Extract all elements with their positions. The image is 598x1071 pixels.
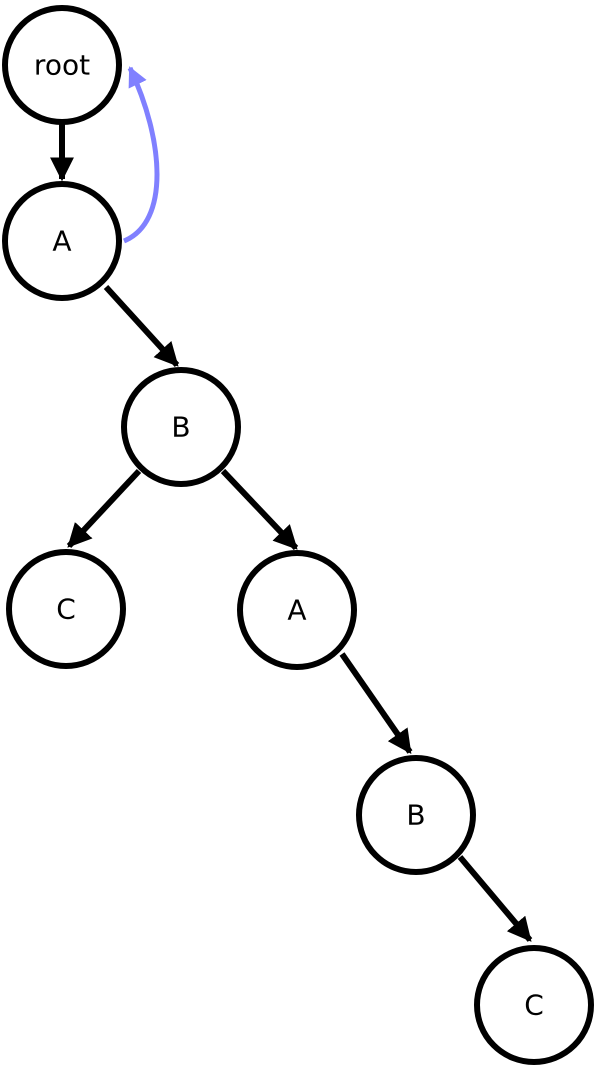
node-a1-label: A	[52, 225, 71, 258]
node-a1-circle	[2, 181, 122, 301]
edge-b1-to-a2	[220, 468, 299, 551]
node-c1-label: C	[56, 593, 76, 626]
node-a2-label: A	[287, 594, 306, 627]
node-b1-circle	[121, 367, 241, 487]
node-a1: A	[2, 181, 122, 301]
node-root-circle	[2, 5, 122, 125]
node-a2: A	[237, 550, 357, 670]
node-c2-circle	[474, 945, 594, 1065]
node-b2-circle	[356, 755, 476, 875]
node-c2: C	[474, 945, 594, 1065]
node-b1-label: B	[171, 411, 190, 444]
edges	[50, 123, 533, 942]
edge-a2-to-b2	[339, 652, 413, 754]
node-c2-label: C	[524, 989, 544, 1022]
node-b2-label: B	[406, 799, 425, 832]
node-b1: B	[121, 367, 241, 487]
edge-b2-to-c2	[457, 855, 533, 942]
node-a2-circle	[237, 550, 357, 670]
node-c1: C	[6, 549, 126, 669]
suffix-link-a1-to-root	[122, 66, 160, 244]
node-b2: B	[356, 755, 476, 875]
node-root-label: root	[34, 49, 90, 82]
node-root: root	[2, 5, 122, 125]
edge-a1-to-b1	[103, 284, 180, 368]
node-c1-circle	[6, 549, 126, 669]
edge-b1-to-c1	[66, 468, 142, 549]
